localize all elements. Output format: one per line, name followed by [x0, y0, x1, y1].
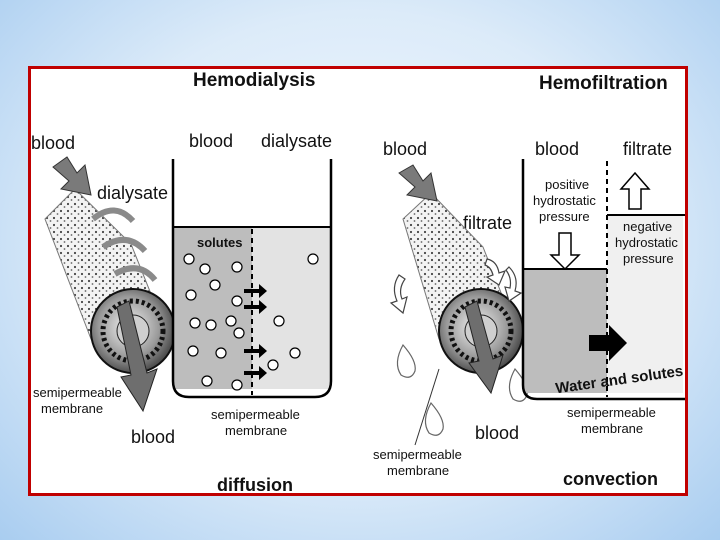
hf-positive-pressure-arrow [549, 232, 581, 271]
hf-filtrate-drops [396, 343, 528, 436]
hf-membrane-pointer [414, 368, 440, 446]
hf-filtrate-curved-arrows [389, 258, 523, 315]
hd-solutes-label: solutes [197, 235, 243, 250]
hf-blood-out-arrow [464, 300, 504, 395]
hemodialysis-title: Hemodialysis [193, 70, 316, 91]
hd-blood-in-arrow [52, 156, 92, 196]
hd-fiber-bundle [44, 188, 176, 374]
hd-blood-in-label: blood [31, 133, 75, 153]
hemofiltration-title: Hemofiltration [539, 73, 668, 94]
hd-solute-particles [183, 253, 319, 391]
hf-blood-out-label: blood [475, 423, 519, 443]
hf-tank-blood-label: blood [535, 139, 579, 159]
hf-negative-pressure-arrow [619, 171, 651, 210]
hd-tank [171, 159, 333, 399]
hd-blood-out-arrow [116, 300, 158, 413]
hf-tank-filtrate-label: filtrate [623, 139, 672, 159]
hd-diffusion-arrows [244, 284, 267, 380]
hf-tank [521, 159, 685, 401]
hd-blood-out-label: blood [131, 427, 175, 447]
hf-filtrate-out-label: filtrate [463, 213, 512, 233]
hf-convection-arrow [589, 325, 627, 361]
hf-blood-in-label: blood [383, 139, 427, 159]
hd-dialysate-in-label: dialysate [97, 183, 168, 203]
dialysis-diagram: Hemodialysis blood dialysate semipermeab… [31, 70, 685, 493]
hf-blood-in-arrow [398, 164, 438, 202]
hd-tank-blood-label: blood [189, 131, 233, 151]
diagram-panel: Hemodialysis blood dialysate semipermeab… [28, 66, 688, 496]
hd-process-label: diffusion [217, 475, 293, 493]
hf-process-label: convection [563, 469, 658, 489]
hd-tank-dialysate-label: dialysate [261, 131, 332, 151]
